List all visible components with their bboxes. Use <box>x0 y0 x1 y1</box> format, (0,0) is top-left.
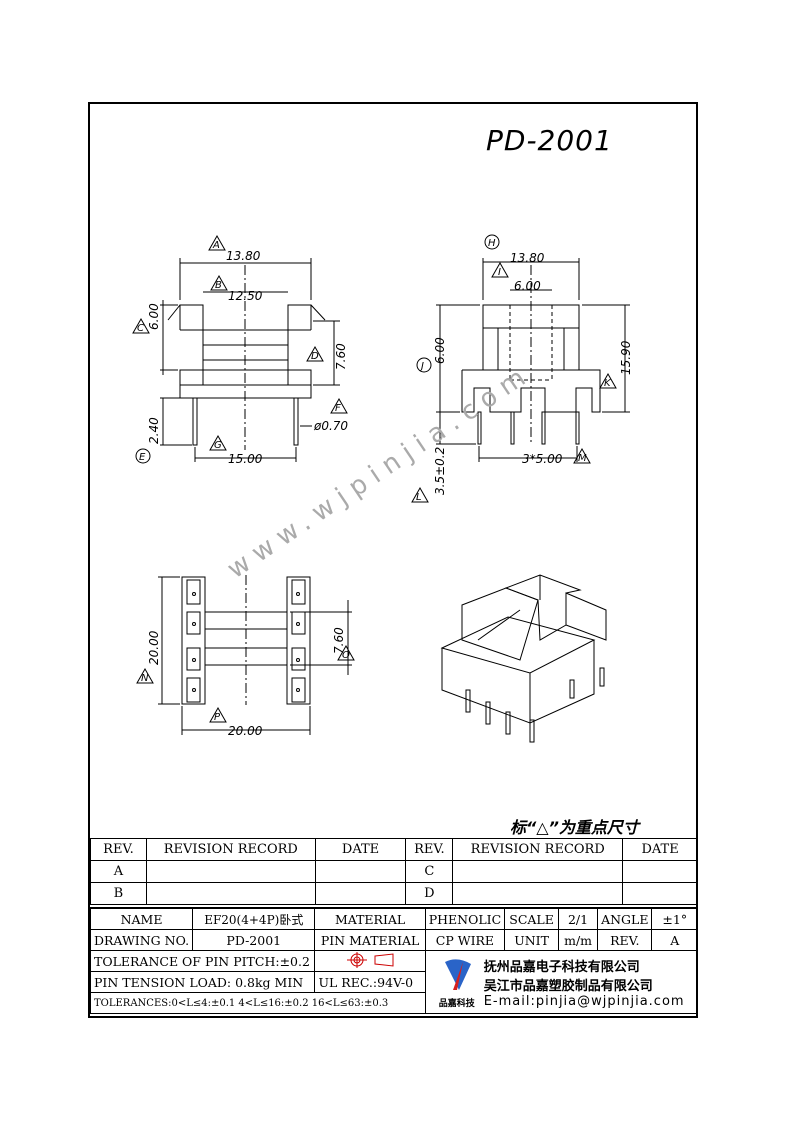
pinjia-logo-icon <box>444 958 471 990</box>
dim-e: 2.40 <box>147 417 161 444</box>
marker-b: B <box>215 280 222 291</box>
record-cell <box>145 860 316 883</box>
dim-d: 7.60 <box>334 343 348 370</box>
ul-symbol-cell <box>314 950 426 972</box>
pin-tension-load: PIN TENSION LOAD: 0.8kg MIN <box>89 971 316 993</box>
marker-d: D <box>311 351 319 362</box>
material-label: MATERIAL <box>314 907 426 930</box>
front-view <box>160 258 340 462</box>
marker-k: K <box>604 378 612 389</box>
dim-l: 3.5±0.2 <box>433 447 447 495</box>
title-row-tension: PIN TENSION LOAD: 0.8kg MIN UL REC.:94V-… <box>89 971 698 993</box>
dim-m: 3*5.00 <box>522 452 563 466</box>
title-row-tolerances: TOLERANCES:0<L≤4:±0.1 4<L≤16:±0.2 16<L≤6… <box>90 992 698 1014</box>
marker-n: N <box>141 673 149 684</box>
drawing-no-label: DRAWING NO. <box>89 929 194 951</box>
marker-p: P <box>214 712 221 723</box>
record-cell <box>452 882 624 905</box>
dim-a: 13.80 <box>226 249 261 263</box>
logo-text: 品嘉科技 <box>438 998 475 1009</box>
company-name-2: 吴江市品嘉塑胶制品有限公司 <box>483 978 653 994</box>
title-row-name: NAME EF20(4+4P)卧式 MATERIAL PHENOLIC SCAL… <box>89 907 698 930</box>
unit-value: m/m <box>558 929 599 951</box>
ul-rec: UL REC.:94V-0 <box>314 971 426 993</box>
date-header-2: DATE <box>622 838 698 861</box>
rev-cell: D <box>405 882 454 905</box>
drawing-no-value: PD-2001 <box>192 929 316 951</box>
rev-label: REV. <box>597 929 653 951</box>
dim-h: 13.80 <box>510 251 545 265</box>
rev-cell: B <box>90 882 147 905</box>
marker-m: M <box>578 453 587 464</box>
date-cell <box>622 882 698 905</box>
dim-n: 20.00 <box>147 630 161 665</box>
record-cell <box>452 860 624 883</box>
scale-label: SCALE <box>504 907 560 930</box>
revision-header-row: REV. REVISION RECORD DATE REV. REVISION … <box>90 838 698 861</box>
rev-header-2: REV. <box>405 838 454 861</box>
dim-i: 6.00 <box>514 279 541 293</box>
pin-material-value: CP WIRE <box>424 929 506 951</box>
title-block: NAME EF20(4+4P)卧式 MATERIAL PHENOLIC SCAL… <box>89 907 699 1014</box>
key-dimension-markers <box>132 234 617 723</box>
angle-value: ±1° <box>651 907 698 930</box>
scale-value: 2/1 <box>558 907 599 930</box>
marker-i: I <box>498 267 501 278</box>
rev-header: REV. <box>90 838 147 861</box>
table-row: B D <box>90 882 698 905</box>
dim-o: 7.60 <box>332 627 346 654</box>
name-label: NAME <box>89 907 194 930</box>
date-header: DATE <box>314 838 407 861</box>
dim-k: 15.90 <box>619 340 633 375</box>
title-row-pitch: TOLERANCE OF PIN PITCH:±0.2 品嘉科技 抚州品嘉电子科… <box>89 950 699 1014</box>
side-view <box>436 258 630 462</box>
key-dimension-note: 标“△”为重点尺寸 <box>510 818 639 837</box>
date-cell <box>314 882 407 905</box>
angle-label: ANGLE <box>597 907 653 930</box>
dim-j: 6.00 <box>433 337 447 364</box>
top-view <box>158 575 352 735</box>
dim-f: ø0.70 <box>313 419 348 433</box>
table-row: A C <box>90 860 698 883</box>
name-value: EF20(4+4P)卧式 <box>192 907 316 930</box>
marker-f: F <box>335 403 341 414</box>
revision-table: REV. REVISION RECORD DATE REV. REVISION … <box>90 838 698 905</box>
marker-l: L <box>416 492 422 503</box>
company-info-cell: 品嘉科技 抚州品嘉电子科技有限公司 吴江市品嘉塑胶制品有限公司 E-mail:p… <box>424 950 699 1014</box>
rev-cell: C <box>405 860 454 883</box>
dim-b: 12.50 <box>228 289 263 303</box>
projection-symbol-icon <box>347 951 394 968</box>
company-logo: 品嘉科技 <box>430 956 484 1009</box>
record-header-2: REVISION RECORD <box>452 838 624 861</box>
rev-value: A <box>651 929 698 951</box>
marker-j: J <box>419 361 424 372</box>
marker-e: E <box>139 452 146 463</box>
pin-pitch-tolerance: TOLERANCE OF PIN PITCH:±0.2 <box>89 950 316 972</box>
record-header: REVISION RECORD <box>145 838 316 861</box>
date-cell <box>622 860 698 883</box>
dim-c: 6.00 <box>147 303 161 330</box>
marker-c: C <box>137 323 144 334</box>
unit-label: UNIT <box>504 929 560 951</box>
date-cell <box>314 860 407 883</box>
marker-a: A <box>212 240 220 251</box>
rev-cell: A <box>90 860 147 883</box>
marker-g: G <box>214 440 222 451</box>
company-email: E-mail:pinjia@wjpinjia.com <box>483 993 685 1009</box>
company-name-1: 抚州品嘉电子科技有限公司 <box>483 959 640 975</box>
general-tolerances: TOLERANCES:0<L≤4:±0.1 4<L≤16:±0.2 16<L≤6… <box>90 992 426 1014</box>
title-row-drawing: DRAWING NO. PD-2001 PIN MATERIAL CP WIRE… <box>89 929 698 951</box>
marker-h: H <box>488 238 496 249</box>
marker-o: O <box>342 650 350 661</box>
record-cell <box>145 882 316 905</box>
isometric-view <box>440 574 607 743</box>
dim-p: 20.00 <box>228 724 263 738</box>
pin-material-label: PIN MATERIAL <box>314 929 426 951</box>
drawing-title: PD-2001 <box>486 124 613 157</box>
dim-g: 15.00 <box>228 452 263 466</box>
drawing-frame <box>88 102 698 1018</box>
material-value: PHENOLIC <box>424 907 506 930</box>
